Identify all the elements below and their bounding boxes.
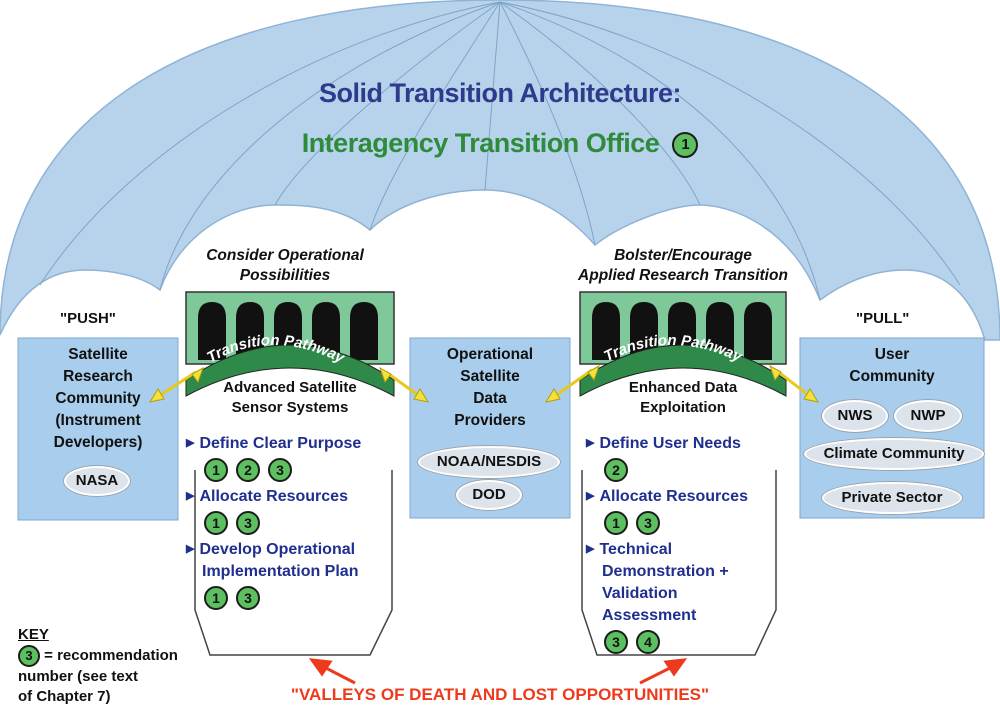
box-left-line: (Instrument (55, 412, 141, 429)
valley-arrows (308, 658, 688, 685)
recommendation-badge: 1 (672, 131, 699, 158)
page-title: Solid Transition Architecture: (318, 78, 682, 108)
bullet-continuation: Demonstration + (602, 563, 729, 580)
bullet-text: Define User Needs (599, 435, 741, 452)
left-heading-line1: Consider Operational (206, 247, 364, 264)
box-right-line: Community (849, 368, 935, 385)
bullet-continuation: Implementation Plan (202, 563, 359, 580)
dome-ribs (39, 1, 961, 301)
satellite-research-community: Satellite Research Community (Instrument… (18, 344, 178, 454)
pill-climate-community: Climate Community (804, 438, 984, 470)
box-left-line: Satellite (68, 346, 128, 363)
triangle-right-icon: ▶ (186, 490, 195, 502)
key-legend: KEY 3 = recommendation number (see text … (18, 625, 178, 707)
key-text: of Chapter 7) (18, 688, 111, 705)
box-left-line: Research (63, 368, 133, 385)
box-right-line: User (874, 346, 910, 363)
right-column-heading: Bolster/Encourage Applied Research Trans… (548, 246, 818, 286)
bullet-item: ▶ Develop Operational (186, 538, 396, 561)
right-heading-line1: Bolster/Encourage (614, 247, 752, 264)
bullet-text: Allocate Resources (199, 488, 348, 505)
key-line1: 3 = recommendation (18, 645, 178, 667)
bullet-text: Define Clear Purpose (199, 435, 362, 452)
user-community: User Community (800, 344, 984, 388)
recommendation-badge: 2 (236, 458, 260, 482)
recommendation-row: 2 (604, 458, 776, 482)
bullet-item: ▶ Allocate Resources (586, 485, 776, 508)
bullet-item: ▶ Allocate Resources (186, 485, 396, 508)
page-subtitle: Interagency Transition Office 1 (0, 128, 1000, 159)
recommendation-badge: 2 (604, 458, 628, 482)
box-middle-line: Providers (454, 412, 526, 429)
bullet-text: Develop Operational (199, 541, 356, 558)
triangle-right-icon: ▶ (186, 543, 195, 555)
key-text: number (see text (18, 668, 139, 685)
bullet-item: ▶ Define User Needs (586, 432, 776, 455)
double-headed-arrow-icon (155, 368, 813, 400)
push-label: "PUSH" (60, 310, 116, 327)
pill-nws: NWS (822, 400, 888, 432)
box-middle-line: Operational (446, 346, 534, 363)
left-heading-line2: Possibilities (239, 267, 331, 284)
pull-label: "PULL" (856, 310, 910, 327)
recommendation-badge: 3 (604, 630, 628, 654)
dome-canopy (0, 0, 1000, 341)
box-middle-line: Satellite (460, 368, 520, 385)
right-bullet-list: ▶ Define User Needs 2 ▶ Allocate Resources… (586, 432, 776, 657)
key-text: = recommendation (44, 646, 178, 664)
recommendation-badge: 3 (268, 458, 292, 482)
enhanced-data-exploitation: Enhanced Data Exploitation (580, 378, 786, 418)
right-subtitle-line: Exploitation (640, 399, 726, 416)
bullet-item: ▶ Technical (586, 538, 776, 561)
bridge-left (185, 291, 395, 397)
valleys-label: "VALLEYS OF DEATH AND LOST OPPORTUNITIES… (290, 685, 710, 704)
left-subtitle-line: Sensor Systems (231, 399, 349, 416)
recommendation-badge: 1 (204, 586, 228, 610)
left-column-heading: Consider Operational Possibilities (185, 246, 385, 286)
recommendation-badge: 3 (18, 645, 40, 667)
pill-nwp: NWP (894, 400, 962, 432)
pill-dod: DOD (456, 480, 522, 510)
advanced-satellite-sensor-systems: Advanced Satellite Sensor Systems (186, 378, 394, 418)
box-left-line: Community (55, 390, 141, 407)
triangle-right-icon: ▶ (586, 437, 595, 449)
bullet-text: Allocate Resources (599, 488, 748, 505)
subtitle-text: Interagency Transition Office (301, 128, 660, 158)
recommendation-badge: 3 (636, 511, 660, 535)
key-heading: KEY (18, 626, 49, 643)
right-subtitle-line: Enhanced Data (628, 379, 738, 396)
recommendation-badge: 1 (204, 458, 228, 482)
recommendation-badge: 1 (604, 511, 628, 535)
bullet-text: Technical (599, 541, 673, 558)
bullet-item: ▶ Define Clear Purpose (186, 432, 396, 455)
bridge-right (579, 291, 787, 397)
operational-satellite-data-providers: Operational Satellite Data Providers (410, 344, 570, 432)
valley-right (581, 470, 777, 656)
pill-nasa: NASA (64, 466, 130, 496)
recommendation-badge: 3 (236, 511, 260, 535)
box-middle-line: Data (473, 390, 507, 407)
triangle-right-icon: ▶ (586, 543, 595, 555)
bullet-continuation: Validation (602, 585, 678, 602)
bullet-continuation: Assessment (602, 607, 697, 624)
recommendation-badge: 4 (636, 630, 660, 654)
recommendation-badge: 1 (204, 511, 228, 535)
right-heading-line2: Applied Research Transition (578, 267, 788, 284)
triangle-right-icon: ▶ (586, 490, 595, 502)
pill-noaa-nesdis: NOAA/NESDIS (418, 446, 560, 478)
box-left-line: Developers) (53, 434, 143, 451)
left-subtitle-line: Advanced Satellite (223, 379, 357, 396)
recommendation-badge: 3 (236, 586, 260, 610)
triangle-right-icon: ▶ (186, 437, 195, 449)
pill-private-sector: Private Sector (822, 482, 962, 514)
